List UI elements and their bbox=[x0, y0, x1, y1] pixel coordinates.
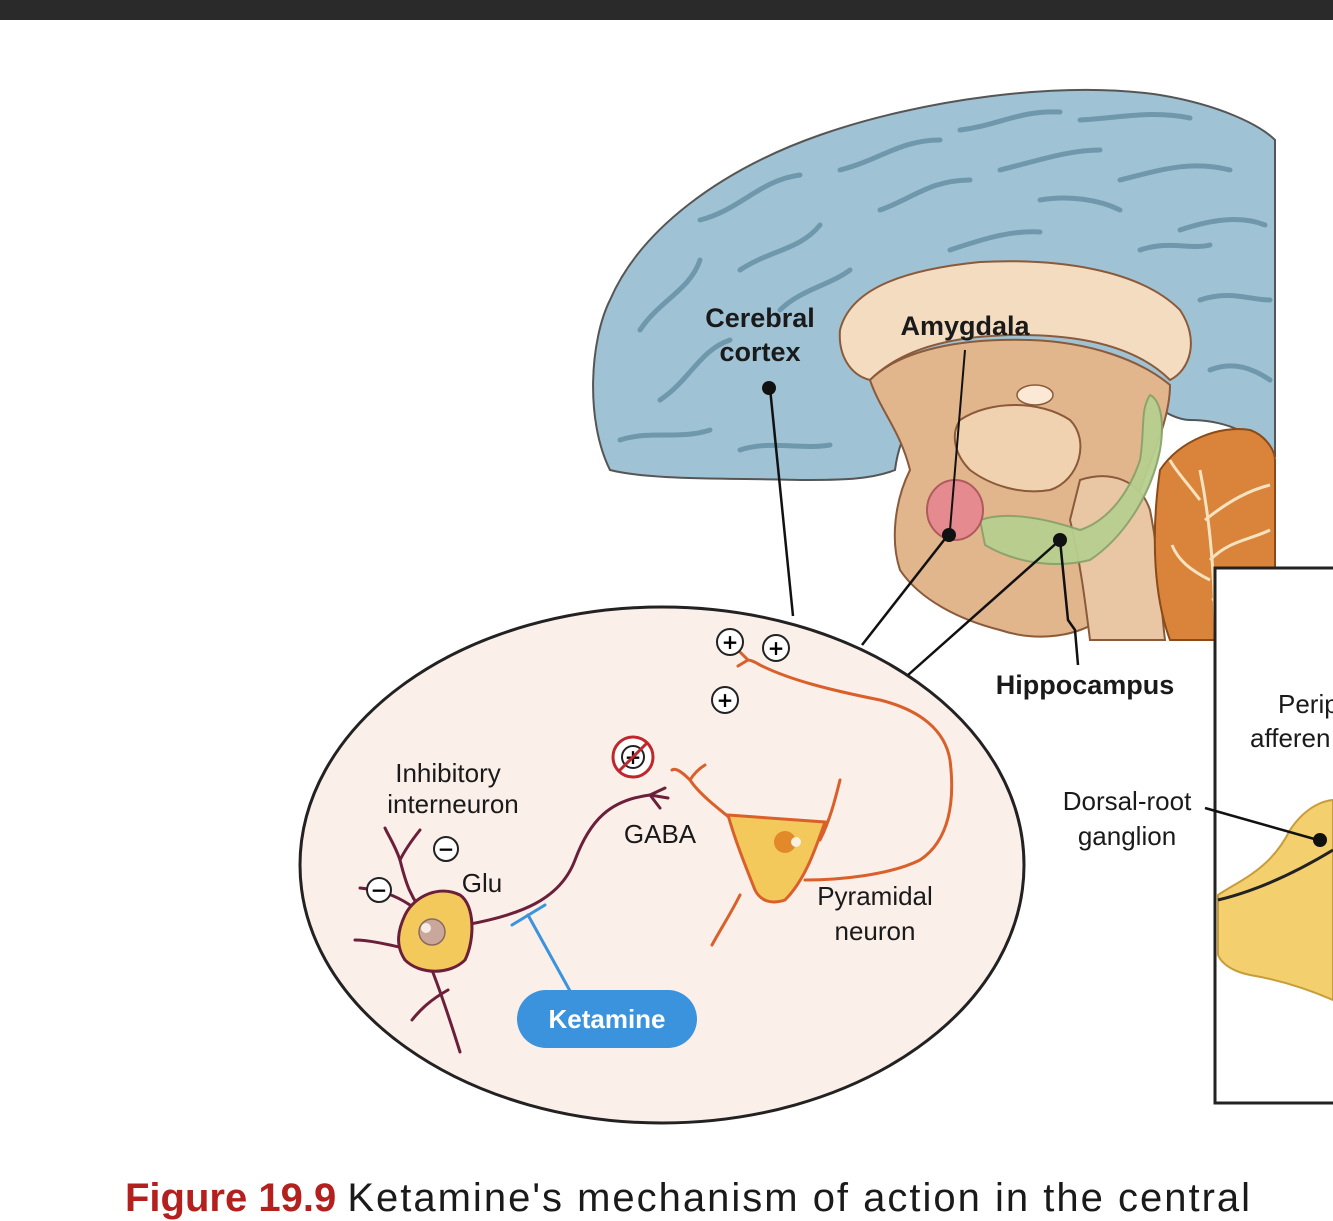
brain-sagittal-section bbox=[592, 88, 1276, 641]
leader-dots bbox=[762, 381, 1067, 547]
figure-caption: Figure 19.9 Ketamine's mechanism of acti… bbox=[125, 1176, 1333, 1221]
minus-sign: − bbox=[371, 878, 388, 902]
pyramidal-neuron-label-1: Pyramidal bbox=[817, 881, 933, 911]
figure-number: Figure 19.9 bbox=[125, 1176, 337, 1220]
glu-label: Glu bbox=[462, 868, 502, 898]
cortex-folds bbox=[617, 109, 1273, 453]
amygdala-shape bbox=[926, 479, 984, 541]
cerebral-cortex-dot bbox=[762, 381, 776, 395]
ventricle bbox=[1016, 384, 1054, 406]
ketamine-pill bbox=[517, 990, 697, 1048]
plus-sign: + bbox=[717, 688, 734, 712]
plus-sign: + bbox=[768, 636, 785, 660]
pyramidal-neuron-label-2: neuron bbox=[835, 916, 916, 946]
dorsal-root-ganglion-shape bbox=[1217, 798, 1333, 1002]
inhibitory-interneuron-label-2: interneuron bbox=[387, 789, 519, 819]
pyramidal-soma bbox=[725, 813, 828, 904]
cerebral-cortex-label-2: cortex bbox=[719, 337, 800, 367]
inset-ellipse bbox=[298, 605, 1026, 1125]
pyramidal-processes bbox=[670, 650, 954, 947]
inhibitory-signs: − − bbox=[366, 836, 459, 903]
minus-sign: − bbox=[438, 837, 455, 861]
amygdala-dot bbox=[942, 528, 956, 542]
ketamine-label: Ketamine bbox=[548, 1004, 665, 1034]
leader-lines bbox=[768, 387, 1319, 842]
hippocampus-shape bbox=[978, 393, 1163, 566]
ketamine-inhibition bbox=[510, 903, 577, 1002]
amygdala-leader bbox=[949, 349, 966, 531]
amygdala-label: Amygdala bbox=[900, 311, 1030, 341]
gaba-label: GABA bbox=[624, 819, 697, 849]
hippocampus-dot bbox=[1053, 533, 1067, 547]
thalamus bbox=[953, 404, 1082, 493]
top-bar bbox=[0, 0, 1333, 20]
dorsal-root-ganglion-label-1: Dorsal-root bbox=[1063, 786, 1192, 816]
hippocampus-label: Hippocampus bbox=[996, 670, 1175, 700]
neural-circuit-inset: Ketamine + + + + − − Inhibitory interneu… bbox=[298, 605, 1026, 1125]
dorsal-root-ganglion-dot bbox=[1313, 833, 1327, 847]
figure-caption-text: Ketamine's mechanism of action in the ce… bbox=[347, 1176, 1253, 1220]
plus-sign: + bbox=[722, 630, 739, 654]
cerebral-cortex-label-1: Cerebral bbox=[705, 303, 815, 333]
ketamine-mechanism-diagram: Ketamine + + + + − − Inhibitory interneu… bbox=[298, 88, 1333, 1125]
inhibitory-interneuron-label-1: Inhibitory bbox=[395, 758, 501, 788]
peripheral-afferent-label-2: afferen bbox=[1250, 723, 1330, 753]
peripheral-afferent-label-1: Perip bbox=[1278, 689, 1333, 719]
dorsal-root-panel bbox=[1213, 566, 1333, 1105]
excitatory-signs: + + + bbox=[711, 628, 790, 714]
dorsal-root-ganglion-label-2: ganglion bbox=[1078, 821, 1176, 851]
blocked-excitation-sign: + bbox=[611, 735, 655, 779]
